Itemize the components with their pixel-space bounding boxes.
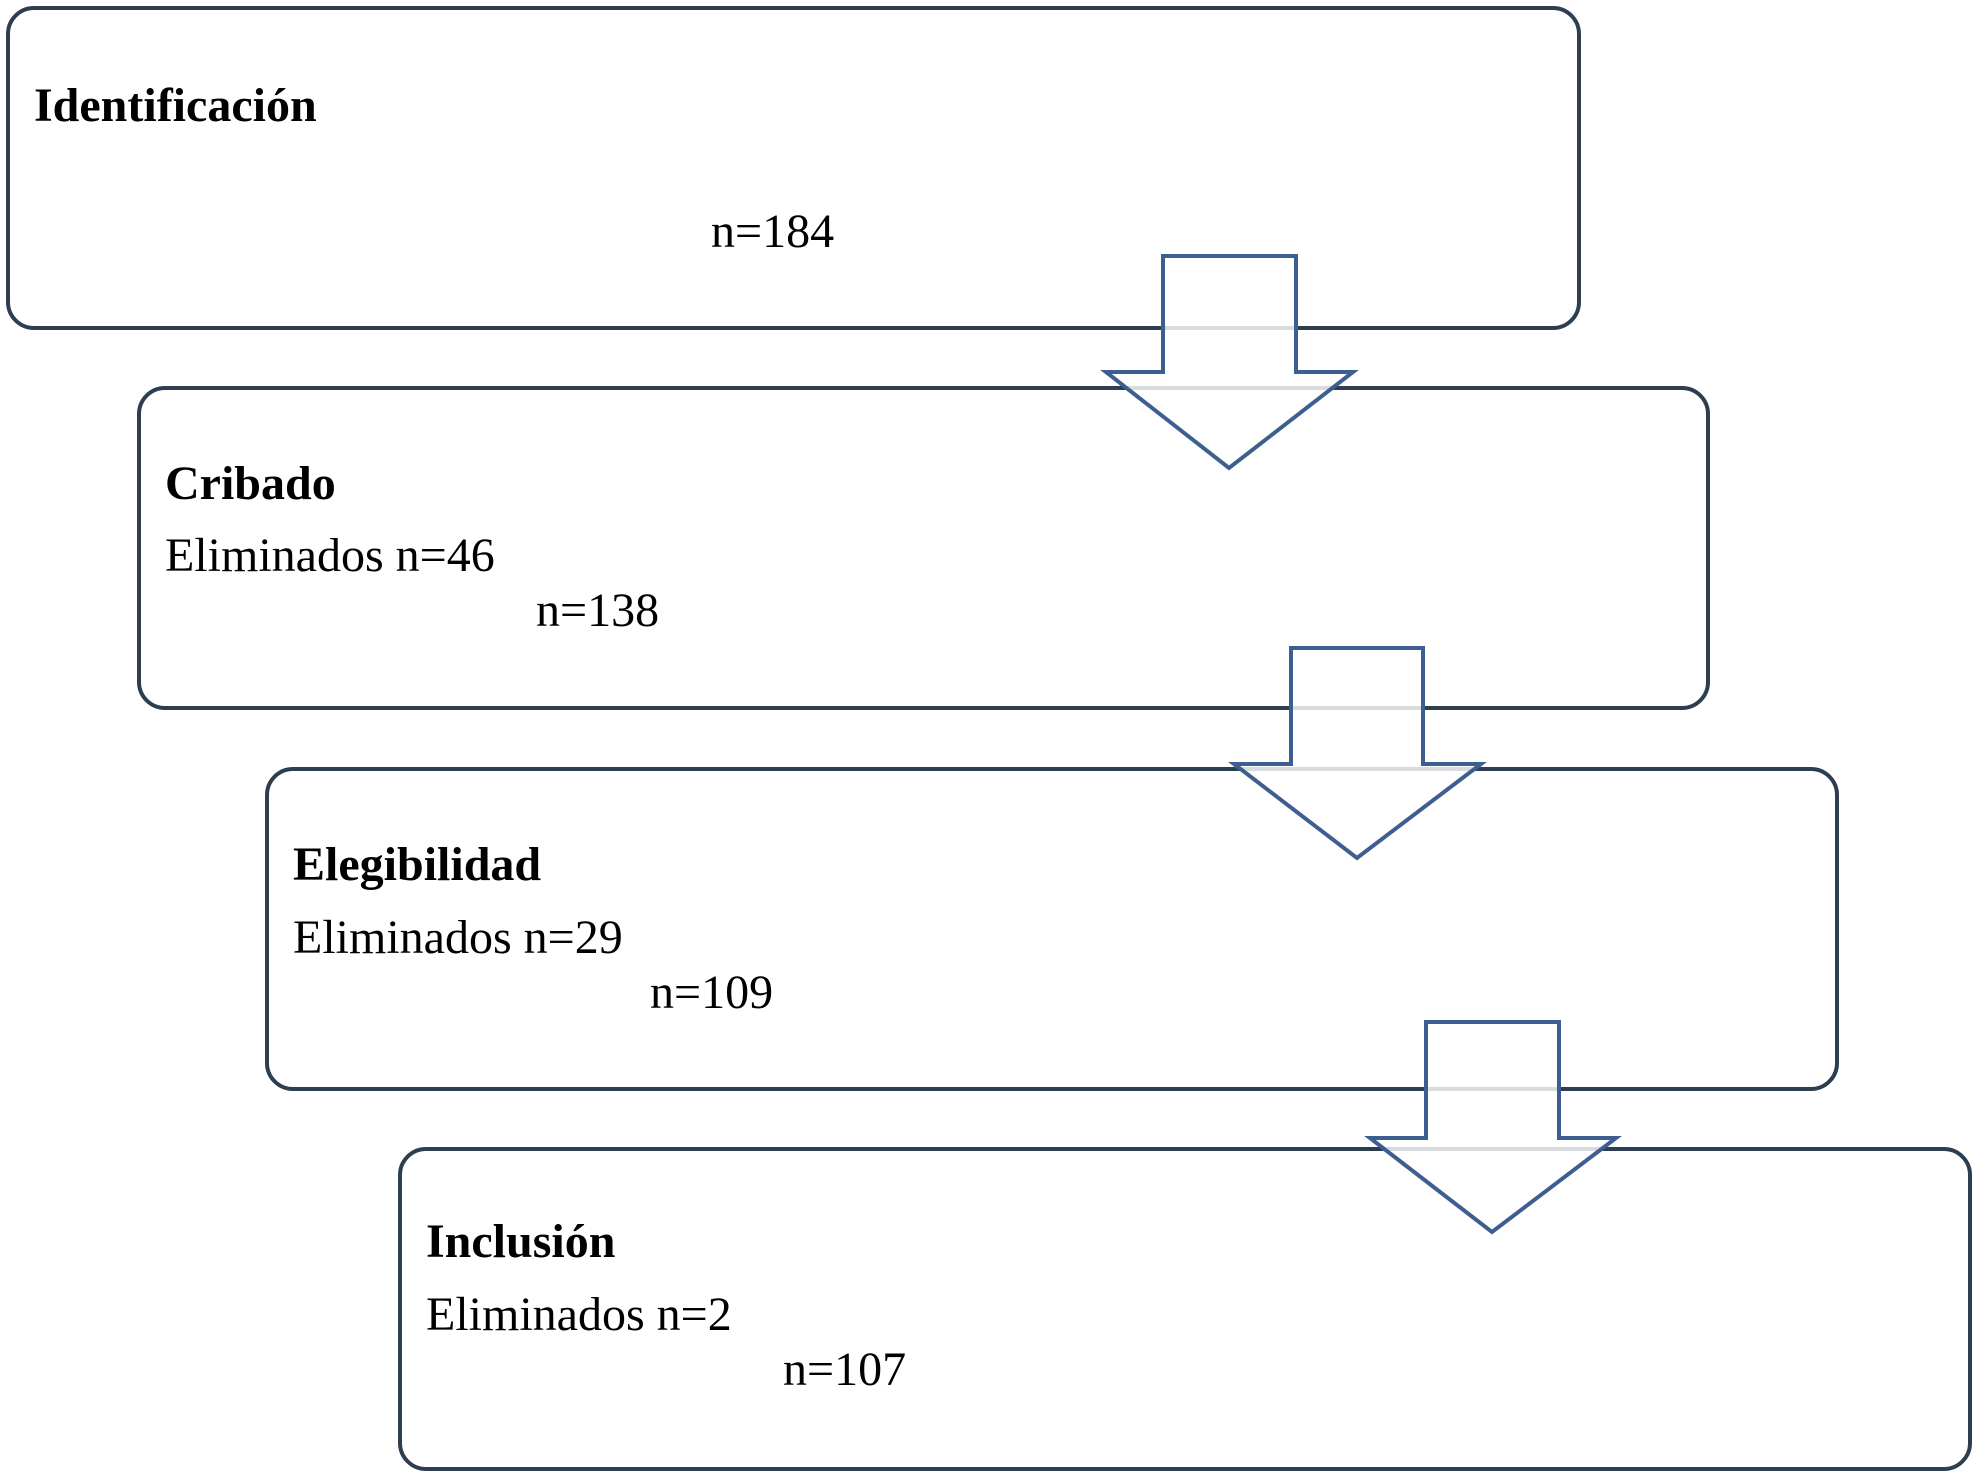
stage-eliminated-cribado: Eliminados n=46 <box>165 529 495 582</box>
stage-title-inclusion: Inclusión <box>426 1215 616 1268</box>
stage-box-inclusion: Inclusión Eliminados n=2 n=107 <box>398 1147 1972 1471</box>
stage-title-elegibilidad: Elegibilidad <box>293 838 542 891</box>
stage-count-inclusion: n=107 <box>783 1343 907 1396</box>
stage-box-elegibilidad: Elegibilidad Eliminados n=29 n=109 <box>265 767 1839 1091</box>
stage-count-elegibilidad: n=109 <box>650 966 774 1019</box>
stage-box-cribado: Cribado Eliminados n=46 n=138 <box>137 386 1710 710</box>
stage-eliminated-elegibilidad: Eliminados n=29 <box>293 911 623 964</box>
stage-title-cribado: Cribado <box>165 457 336 510</box>
stage-count-cribado: n=138 <box>536 584 660 637</box>
stage-box-identificacion: Identificación n=184 <box>6 6 1581 330</box>
stage-count-identificacion: n=184 <box>711 205 835 258</box>
stage-title-identificacion: Identificación <box>34 79 317 132</box>
stage-eliminated-inclusion: Eliminados n=2 <box>426 1288 732 1341</box>
